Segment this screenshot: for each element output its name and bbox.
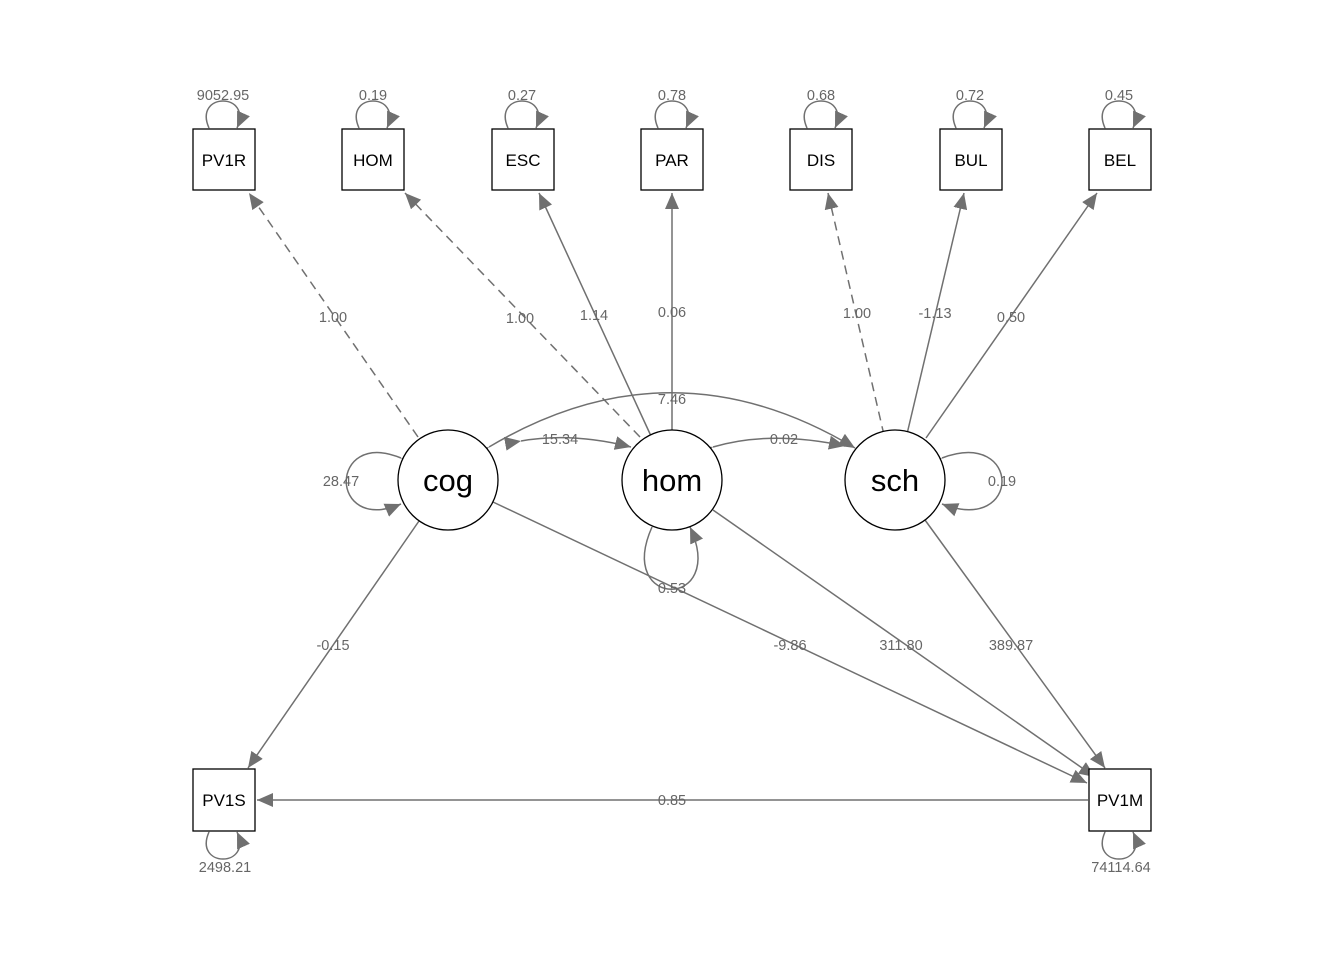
var-loop-bul [952, 100, 997, 146]
loading-label-sch-bel: 0.50 [997, 310, 1025, 326]
var-loop-hom [643, 509, 704, 590]
edge-labels: 1.00 1.00 1.14 0.06 1.00 -1.13 0.50 15.3… [197, 88, 1151, 876]
var-loop-bel [1101, 100, 1146, 146]
node-bel: BEL [1088, 128, 1152, 191]
var-loop-pv1m [1101, 814, 1146, 860]
edge-hom-pv1m [712, 509, 1096, 778]
node-pv1r: PV1R [192, 128, 256, 191]
edge-cog-pv1r [248, 192, 419, 438]
var-label-par: 0.78 [658, 88, 686, 104]
node-pv1s: PV1S [192, 768, 256, 832]
loading-label-hom-par: 0.06 [658, 305, 686, 321]
var-loop-sch [924, 451, 1003, 517]
edge-sch-bul [906, 192, 968, 435]
cov-label-hom-sch: 0.02 [770, 432, 798, 448]
reg-label-cog-pv1s: -0.15 [316, 638, 349, 654]
reg-label-cog-pv1m: -9.86 [773, 638, 806, 654]
node-label-esc: ESC [506, 151, 541, 170]
node-label-dis: DIS [807, 151, 835, 170]
node-label-pv1m: PV1M [1097, 791, 1143, 810]
loading-label-sch-dis: 1.00 [843, 306, 871, 322]
var-label-pv1r: 9052.95 [197, 88, 249, 104]
edge-cog-pv1m [492, 501, 1088, 784]
node-cog: cog [397, 429, 499, 531]
var-label-hom-obs: 0.19 [359, 88, 387, 104]
node-dis: DIS [789, 128, 853, 191]
var-label-sch: 0.19 [988, 474, 1016, 490]
edge-hom-hom [404, 192, 641, 438]
reg-label-pv1m-pv1s: 0.85 [658, 793, 686, 809]
node-pv1m: PV1M [1088, 768, 1152, 832]
var-label-bel: 0.45 [1105, 88, 1133, 104]
var-loop-hom-obs [355, 100, 400, 146]
var-loop-pv1s [205, 814, 250, 860]
node-sch: sch [844, 429, 946, 531]
node-label-sch: sch [871, 463, 919, 498]
cov-label-cog-hom: 15.34 [542, 432, 578, 448]
node-par: PAR [640, 128, 704, 191]
edges [205, 100, 1146, 860]
loading-label-cog-pv1r: 1.00 [319, 310, 347, 326]
var-label-esc: 0.27 [508, 88, 536, 104]
loading-label-sch-bul: -1.13 [918, 306, 951, 322]
node-label-hom-obs: HOM [353, 151, 393, 170]
node-label-bul: BUL [954, 151, 987, 170]
var-loop-dis [803, 100, 848, 146]
var-loop-cog [345, 451, 419, 517]
cov-cog-sch [471, 392, 856, 462]
edge-sch-bel [925, 192, 1098, 439]
loading-label-hom-hom: 1.00 [506, 311, 534, 327]
var-label-dis: 0.68 [807, 88, 835, 104]
latent-nodes: cog hom sch [397, 429, 946, 531]
node-esc: ESC [491, 128, 555, 191]
observed-nodes: PV1R HOM ESC PAR DIS BUL BEL PV1S [192, 128, 1152, 832]
node-label-par: PAR [655, 151, 689, 170]
edge-sch-dis [824, 192, 885, 436]
edge-cog-pv1s [247, 520, 420, 769]
var-label-bul: 0.72 [956, 88, 984, 104]
node-label-pv1r: PV1R [202, 151, 246, 170]
loading-label-hom-esc: 1.14 [580, 308, 608, 324]
var-label-pv1s: 2498.21 [199, 860, 251, 876]
var-label-hom: 0.53 [658, 581, 686, 597]
var-loop-pv1r [205, 100, 250, 146]
node-hom-obs: HOM [341, 128, 405, 191]
var-loop-esc [504, 100, 549, 146]
reg-label-sch-pv1m: 389.87 [989, 638, 1033, 654]
var-label-pv1m: 74114.64 [1091, 860, 1150, 876]
node-label-hom: hom [642, 463, 702, 498]
var-label-cog: 28.47 [323, 474, 359, 490]
cov-label-cog-sch: 7.46 [658, 392, 686, 408]
var-loop-par [654, 100, 699, 146]
node-label-pv1s: PV1S [202, 791, 245, 810]
node-label-cog: cog [423, 463, 473, 498]
node-bul: BUL [939, 128, 1003, 191]
edge-sch-pv1m [924, 519, 1106, 769]
node-label-bel: BEL [1104, 151, 1136, 170]
reg-label-hom-pv1m: 311.80 [879, 638, 922, 654]
node-hom: hom [621, 429, 723, 531]
